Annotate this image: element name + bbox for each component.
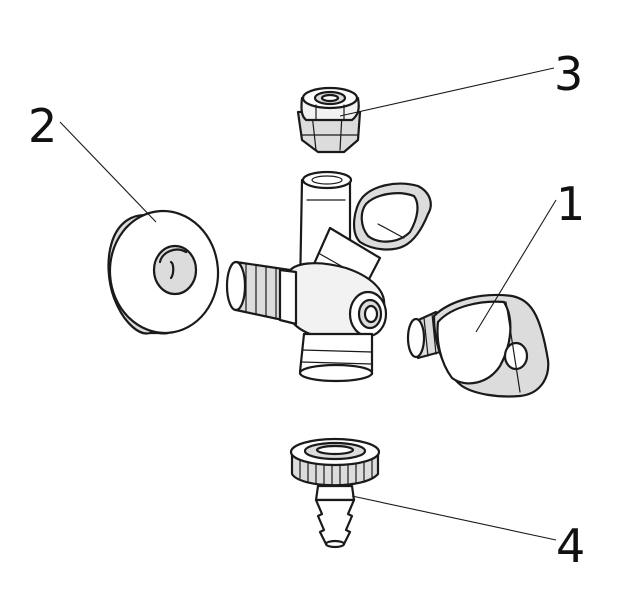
leader-line-2 <box>59 121 157 223</box>
wall-rosette-flange-icon <box>107 209 220 335</box>
valve-handle-knob-icon <box>406 293 550 398</box>
hose-connector-icon <box>289 437 381 549</box>
leader-line-4 <box>351 495 557 541</box>
leader-line-3 <box>339 67 555 117</box>
callout-4: 4 <box>556 519 585 573</box>
angle-valve-body-icon <box>225 170 432 383</box>
compression-nut-icon <box>296 86 362 154</box>
callout-3: 3 <box>554 47 583 101</box>
callout-1: 1 <box>556 177 585 231</box>
callout-2: 2 <box>28 99 57 153</box>
leader-line-1 <box>475 199 557 333</box>
